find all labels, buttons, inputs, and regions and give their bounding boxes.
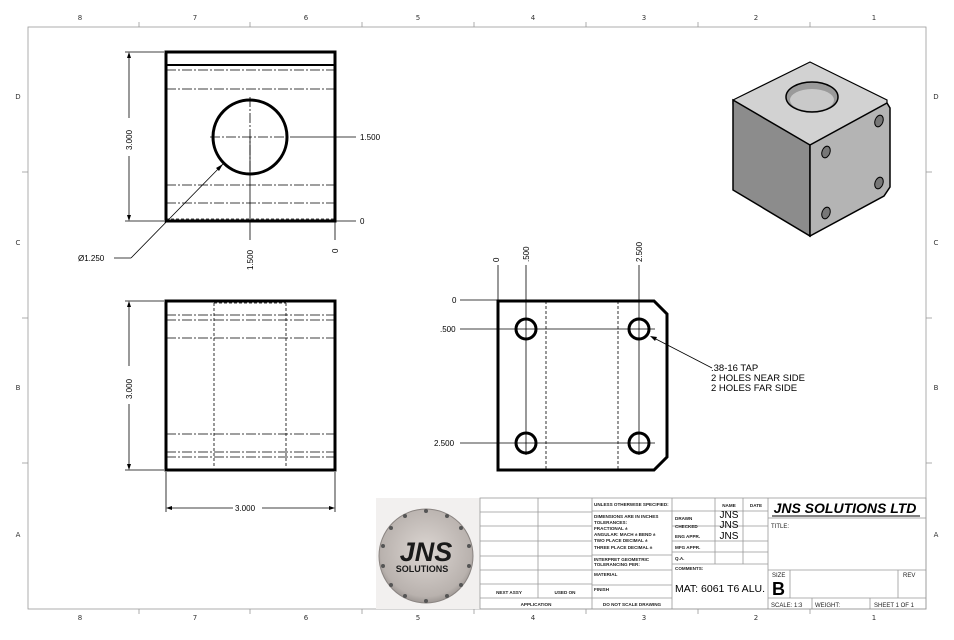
zone-label: C (16, 239, 21, 247)
size-value: B (772, 579, 785, 599)
rev-label: REV (903, 573, 915, 579)
zone-label: 7 (193, 614, 197, 622)
tap-callout-line2: 2 HOLES NEAR SIDE (711, 373, 805, 384)
bottom-view-outline (164, 299, 337, 472)
interpret-line: INTERPRET GEOMETRIC (594, 557, 650, 562)
zone-ticks (22, 22, 932, 614)
front-view[interactable]: 1.500 0 1.500 0 3.000 Ø1.250 (78, 50, 381, 270)
ordinate-x: .500 (522, 246, 531, 262)
ordinate-x: 0 (492, 257, 501, 262)
weight-label: WEIGHT: (815, 603, 840, 609)
zone-label: 6 (304, 614, 309, 622)
eng-appr-by: JNS (720, 531, 739, 542)
iso-hole (874, 114, 884, 128)
zone-labels-top: 8 7 6 5 4 3 2 1 (78, 14, 876, 22)
zone-label: D (15, 93, 20, 101)
tolerance-line: FRACTIONAL ± (594, 526, 628, 531)
material-value: MAT: 6061 T6 ALU. (675, 583, 765, 595)
approval-label: Q.A. (675, 556, 684, 561)
tap-callout-line1: .38-16 TAP (711, 363, 758, 374)
do-not-scale-label: DO NOT SCALE DRAWING (603, 602, 662, 607)
comments-label: COMMENTS: (675, 566, 704, 571)
height-dimension: 3.000 (125, 129, 134, 150)
leader-line (130, 163, 224, 259)
zone-label: 4 (531, 14, 536, 22)
iso-hole (821, 206, 831, 220)
interpret-line: TOLERANCING PER: (594, 562, 640, 567)
used-on-label: USED ON (555, 590, 577, 595)
zone-label: B (934, 384, 939, 392)
ordinate-y-center: 1.500 (360, 133, 381, 142)
zone-label: 1 (872, 14, 876, 22)
tolerance-line: ANGULAR: MACH ± BEND ± (594, 532, 656, 537)
isometric-view[interactable] (732, 61, 891, 238)
zone-label: B (16, 384, 21, 392)
col-name: NAME (722, 503, 736, 508)
tolerance-line: TWO PLACE DECIMAL ± (594, 538, 648, 543)
logo-text-solutions: SOLUTIONS (396, 564, 449, 574)
leader-line (651, 336, 713, 369)
approval-label: CHECKED (675, 524, 698, 529)
height-dimension: 3.000 (125, 378, 134, 399)
logo-text-jns: JNS (400, 537, 453, 567)
title-label: TITLE: (771, 524, 789, 530)
material-label: MATERIAL (594, 572, 618, 577)
iso-hole (874, 176, 884, 190)
tolerance-line: TOLERANCES: (594, 520, 628, 525)
iso-hole (821, 145, 831, 159)
ordinate-x-zero: 0 (331, 248, 340, 253)
iso-right-face (809, 101, 891, 238)
side-view-outline (496, 299, 669, 472)
zone-label: 8 (78, 614, 82, 622)
zone-label: C (934, 239, 939, 247)
sheet-label: SHEET 1 OF 1 (874, 603, 915, 609)
tolerance-line: DIMENSIONS ARE IN INCHES (594, 514, 658, 519)
drawn-by: JNS (720, 510, 739, 521)
tolerance-header: UNLESS OTHERWISE SPECIFIED: (594, 502, 669, 507)
bottom-view[interactable]: 3.000 3.000 (125, 299, 337, 513)
zone-label: 3 (642, 614, 646, 622)
zone-label: 5 (416, 614, 420, 622)
zone-label: A (16, 531, 21, 539)
title-block: NEXT ASSY USED ON APPLICATION UNLESS OTH… (479, 497, 927, 610)
tap-callout-line3: 2 HOLES FAR SIDE (711, 383, 797, 394)
company-logo: JNS SOLUTIONS (376, 498, 480, 609)
zone-label: 6 (304, 14, 309, 22)
zone-label: 2 (754, 614, 758, 622)
ordinate-x-center: 1.500 (246, 249, 255, 270)
col-date: DATE (750, 503, 762, 508)
zone-label: 5 (416, 14, 420, 22)
width-dimension: 3.000 (235, 504, 256, 513)
ordinate-x: 2.500 (635, 241, 644, 262)
zone-label: 3 (642, 14, 646, 22)
ordinate-y: .500 (440, 325, 456, 334)
side-view[interactable]: 0 .500 2.500 0 .500 2.500 .38-16 TAP 2 H… (434, 241, 805, 472)
approval-label: DRAWN (675, 516, 693, 521)
ordinate-y: 2.500 (434, 439, 455, 448)
checked-by: JNS (720, 520, 739, 531)
zone-label: 7 (193, 14, 197, 22)
hole-diameter-callout: Ø1.250 (78, 254, 105, 263)
size-label: SIZE (772, 573, 785, 579)
front-view-outline (164, 50, 337, 223)
zone-label: 1 (872, 614, 876, 622)
approval-label: MFG APPR. (675, 545, 700, 550)
zone-label: 8 (78, 14, 82, 22)
zone-label: 4 (531, 614, 536, 622)
next-assy-label: NEXT ASSY (496, 590, 522, 595)
finish-label: FINISH (594, 587, 610, 592)
ordinate-y-zero: 0 (360, 217, 365, 226)
ordinate-y: 0 (452, 296, 457, 305)
tolerance-line: THREE PLACE DECIMAL ± (594, 545, 653, 550)
zone-labels-left: D C B A (15, 93, 20, 539)
approval-label: ENG APPR. (675, 534, 700, 539)
zone-label: A (934, 531, 939, 539)
application-label: APPLICATION (521, 602, 552, 607)
scale-label: SCALE: 1:3 (771, 603, 803, 609)
zone-label: D (933, 93, 938, 101)
zone-label: 2 (754, 14, 758, 22)
company-name: JNS SOLUTIONS LTD (774, 500, 917, 516)
zone-labels-right: D C B A (933, 93, 938, 539)
zone-labels-bottom: 8 7 6 5 4 3 2 1 (78, 614, 876, 622)
